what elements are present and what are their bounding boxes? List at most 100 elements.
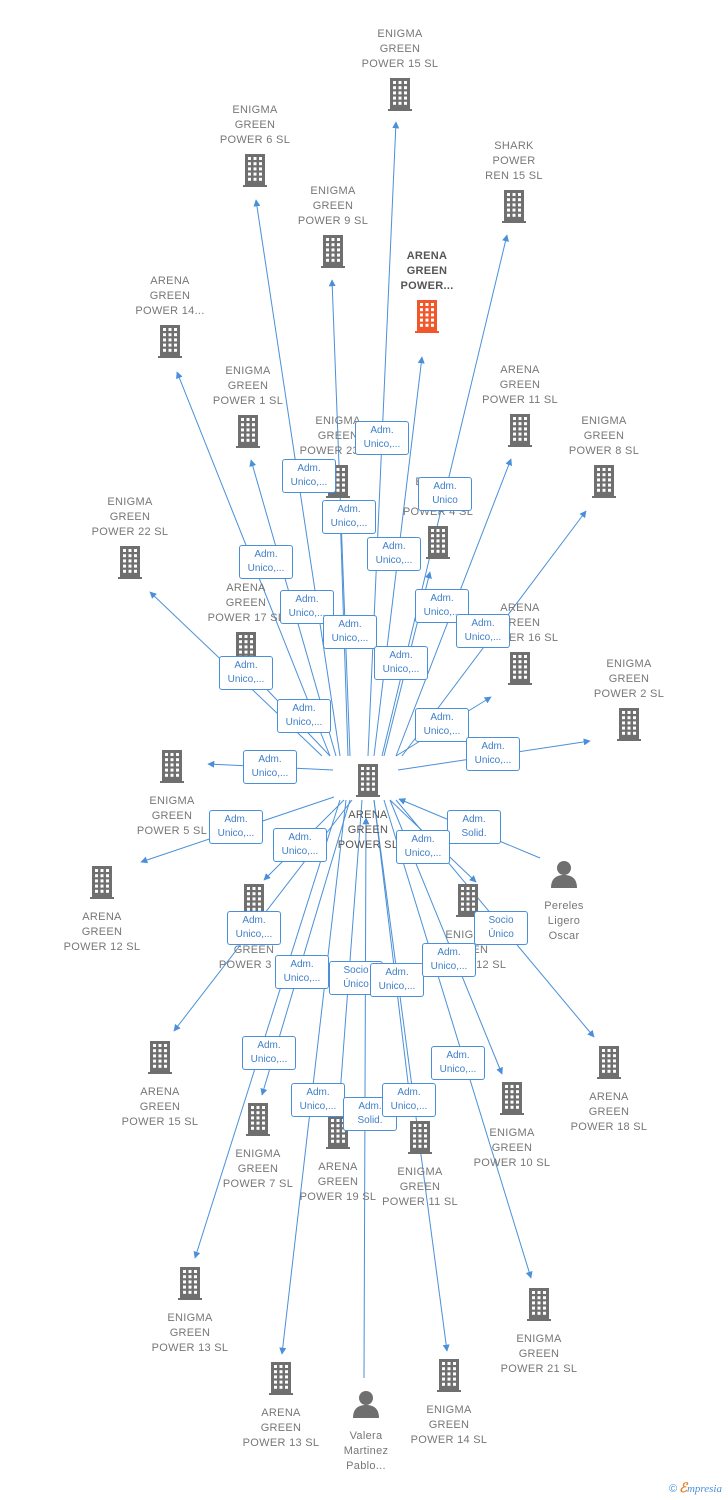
company-node[interactable]: ENIGMA GREEN POWER 14 SL [374, 1359, 524, 1448]
person-node[interactable]: Pereles Ligero Oscar [489, 860, 639, 944]
node-label: SHARK POWER REN 15 SL [485, 140, 543, 182]
node-label: ARENA GREEN POWER 12 SL [63, 911, 141, 953]
relation-label[interactable]: Adm. Unico,... [422, 943, 476, 977]
company-node[interactable]: ENIGMA GREEN POWER 6 SL [180, 103, 330, 192]
relation-label[interactable]: Adm. Unico,... [277, 699, 331, 733]
node-label: ARENA GREEN POWER 18 SL [570, 1091, 648, 1133]
node-label: ENIGMA GREEN POWER 10 SL [473, 1127, 551, 1169]
copyright-icon: © [668, 1483, 678, 1495]
node-label: Valera Martinez Pablo... [343, 1430, 389, 1472]
building-icon [529, 465, 679, 503]
relation-label[interactable]: Adm. Unico,... [323, 615, 377, 649]
company-node[interactable]: ENIGMA GREEN POWER 15 SL [325, 27, 475, 116]
building-icon [97, 750, 247, 788]
company-node[interactable]: ARENA GREEN POWER 14... [95, 274, 245, 363]
relation-label[interactable]: Adm. Unico,... [374, 646, 428, 680]
company-node[interactable]: SHARK POWER REN 15 SL [439, 139, 589, 228]
building-icon [55, 546, 205, 584]
node-label: Pereles Ligero Oscar [544, 900, 584, 942]
company-node[interactable]: ENIGMA GREEN POWER 2 SL [554, 657, 704, 746]
company-node[interactable]: ENIGMA GREEN POWER 22 SL [55, 495, 205, 584]
company-node[interactable]: ARENA GREEN POWER SL [293, 764, 443, 853]
node-label: ENIGMA GREEN POWER 9 SL [297, 185, 369, 227]
relation-label[interactable]: Socio Único [474, 911, 528, 945]
company-node[interactable]: ENIGMA GREEN POWER 11 SL [345, 1121, 495, 1210]
building-icon [445, 414, 595, 452]
company-node[interactable]: ARENA GREEN POWER 13 SL [206, 1362, 356, 1451]
relation-label[interactable]: Adm. Unico,... [355, 421, 409, 455]
node-label: ENIGMA GREEN POWER 2 SL [593, 658, 665, 700]
node-label: ARENA GREEN POWER 13 SL [242, 1407, 320, 1449]
empresia-logo-text: mpresia [686, 1483, 722, 1495]
building-icon [95, 325, 245, 363]
building-icon [374, 1359, 524, 1397]
company-node[interactable]: ARENA GREEN POWER 18 SL [534, 1046, 684, 1135]
node-label: ENIGMA GREEN POWER 22 SL [91, 496, 169, 538]
relation-edge [193, 799, 341, 1259]
company-node[interactable]: ENIGMA GREEN POWER 9 SL [258, 184, 408, 273]
relation-edge [279, 799, 347, 1355]
relation-label[interactable]: Adm. Unico,... [322, 500, 376, 534]
relation-label[interactable]: Adm. Solid. [447, 810, 501, 844]
relation-label[interactable]: Adm. Unico,... [227, 911, 281, 945]
company-node[interactable]: ENIGMA GREEN POWER 1 SL [173, 364, 323, 453]
node-label: ARENA GREEN POWER 14... [135, 275, 205, 317]
node-label: ENIGMA GREEN POWER 13 SL [151, 1312, 229, 1354]
relation-edge [373, 799, 415, 1117]
relation-label[interactable]: Adm. Unico,... [370, 963, 424, 997]
company-node[interactable]: ENIGMA GREEN POWER 5 SL [97, 750, 247, 839]
building-icon [115, 1267, 265, 1305]
relation-edge [335, 799, 363, 1109]
relation-label[interactable]: Adm. Unico,... [367, 537, 421, 571]
node-label: ENIGMA GREEN POWER 21 SL [500, 1333, 578, 1375]
person-node[interactable]: Valera Martinez Pablo... [291, 1390, 441, 1474]
building-icon [345, 1121, 495, 1159]
relation-label[interactable]: Adm. Unico,... [382, 1083, 436, 1117]
relation-edge [373, 799, 450, 1352]
relation-label[interactable]: Adm. Unico,... [239, 545, 293, 579]
relation-label[interactable]: Adm. Unico,... [242, 1036, 296, 1070]
company-node[interactable]: ENIGMA GREEN POWER 13 SL [115, 1267, 265, 1356]
node-label: ENIGMA GREEN POWER 7 SL [222, 1148, 294, 1190]
node-label: ENIGMA GREEN POWER 14 SL [410, 1404, 488, 1446]
company-node[interactable]: ARENA GREEN POWER... [352, 249, 502, 338]
relation-label[interactable]: Adm. Unico,... [291, 1083, 345, 1117]
relation-label[interactable]: Adm. Unico,... [466, 737, 520, 771]
relation-label[interactable]: Adm. Unico,... [456, 614, 510, 648]
company-node[interactable]: ENIGMA GREEN POWER 10 SL [437, 1082, 587, 1171]
relation-label[interactable]: Adm. Unico,... [282, 459, 336, 493]
relation-label[interactable]: Adm. Unico,... [275, 955, 329, 989]
building-icon [464, 1288, 614, 1326]
relation-label[interactable]: Adm. Unico,... [243, 750, 297, 784]
building-icon [363, 526, 513, 564]
relation-label[interactable]: Adm. Unico,... [396, 830, 450, 864]
company-node[interactable]: ENIGMA GREEN POWER 8 SL [529, 414, 679, 503]
building-icon [180, 154, 330, 192]
relation-label[interactable]: Adm. Unico,... [209, 810, 263, 844]
node-label: ARENA GREEN POWER SL [337, 809, 399, 851]
company-node[interactable]: ARENA GREEN POWER 12 SL [27, 866, 177, 955]
building-icon [173, 415, 323, 453]
building-icon [293, 764, 443, 802]
relation-label[interactable]: Adm. Unico,... [273, 828, 327, 862]
node-label: ARENA GREEN POWER 15 SL [121, 1086, 199, 1128]
building-icon [437, 1082, 587, 1120]
relation-label[interactable]: Adm. Unico,... [415, 708, 469, 742]
company-node[interactable]: ARENA GREEN POWER 15 SL [85, 1041, 235, 1130]
relation-label[interactable]: Adm. Unico,... [415, 589, 469, 623]
building-icon [27, 866, 177, 904]
node-label: ARENA GREEN POWER 11 SL [482, 364, 558, 406]
node-label: ARENA GREEN POWER... [400, 250, 454, 292]
node-label: ENIGMA GREEN POWER 8 SL [568, 415, 640, 457]
company-node[interactable]: ENIGMA GREEN POWER 21 SL [464, 1288, 614, 1377]
building-icon [393, 884, 543, 922]
node-label: ENIGMA GREEN POWER 11 SL [382, 1166, 458, 1208]
relation-label[interactable]: Adm. Unico [418, 477, 472, 511]
building-icon [325, 78, 475, 116]
company-node[interactable]: ARENA GREEN POWER 11 SL [445, 363, 595, 452]
building-icon [183, 1103, 333, 1141]
relation-label[interactable]: Adm. Unico,... [431, 1046, 485, 1080]
relation-label[interactable]: Adm. Unico,... [219, 656, 273, 690]
company-node[interactable]: ENIGMA GREEN POWER 7 SL [183, 1103, 333, 1192]
company-node[interactable]: ARENA GREEN POWER 19 SL [263, 1116, 413, 1205]
